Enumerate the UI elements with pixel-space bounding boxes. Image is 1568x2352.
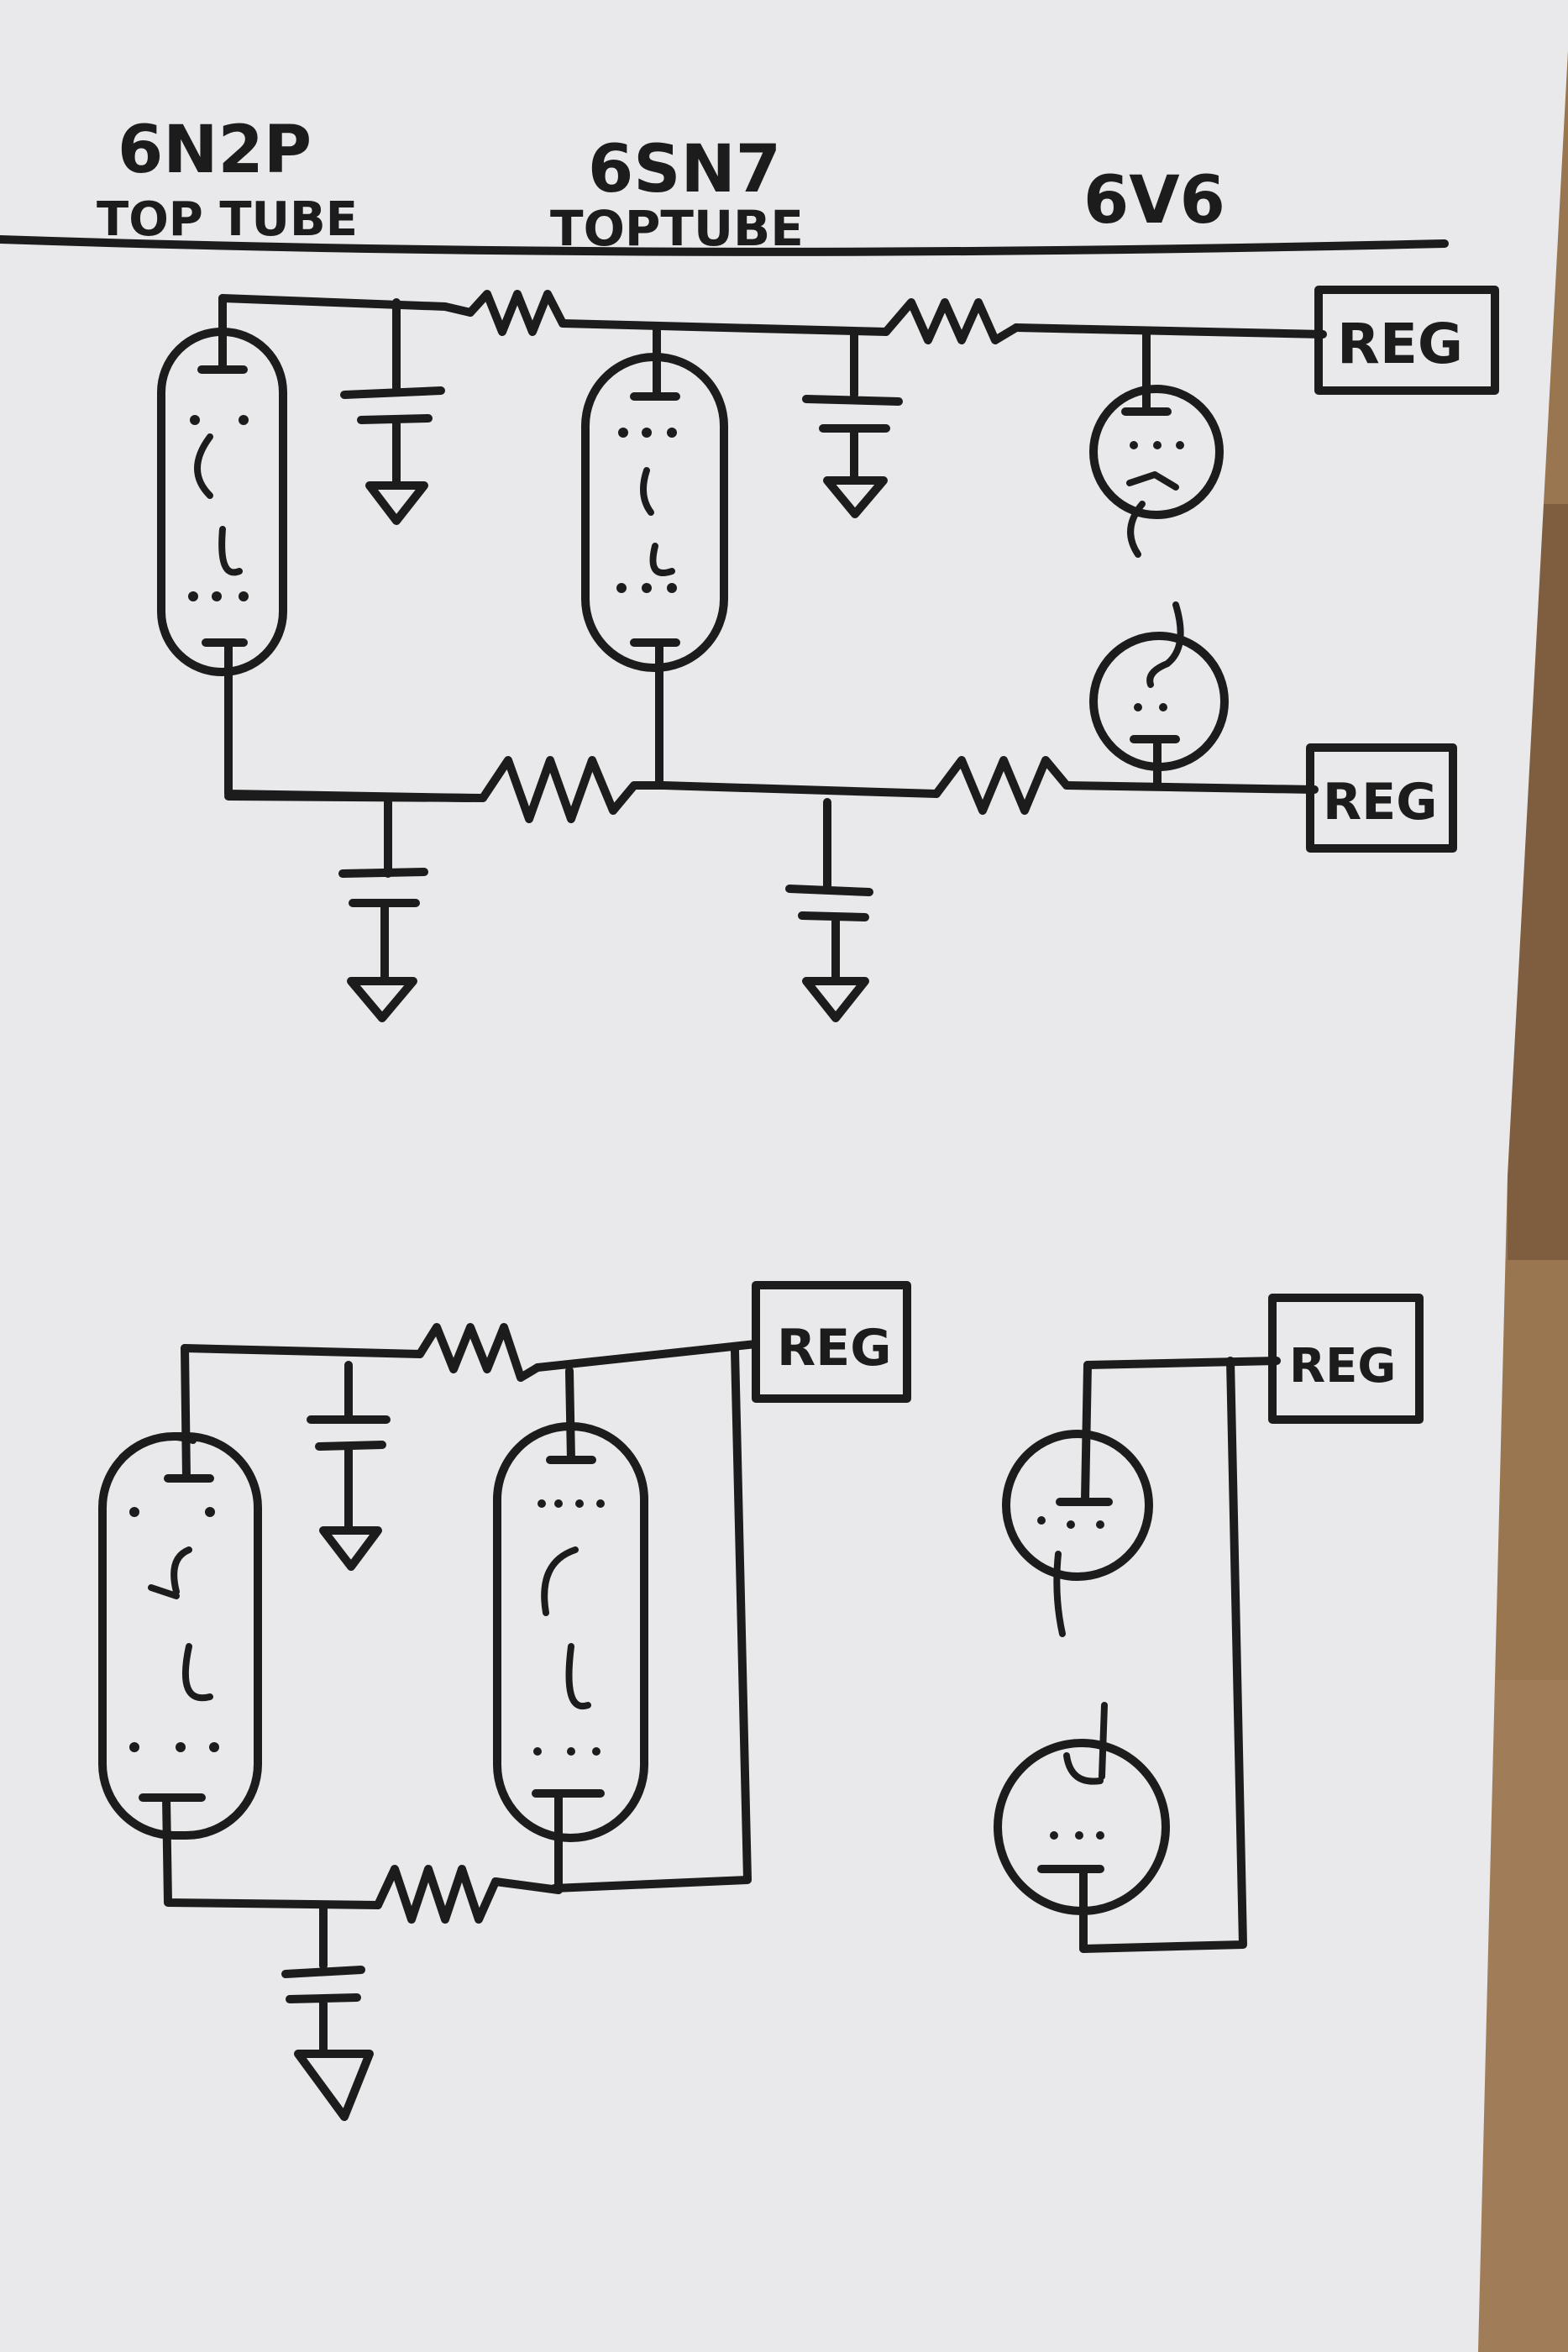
tubeB-grid-symbol	[541, 1546, 591, 1710]
tubeB-cathode-lead	[532, 1789, 605, 1894]
bottom-rail-wire-1	[224, 792, 487, 802]
ground-symbol-3	[347, 977, 417, 1022]
tube3-upper-envelope	[1089, 385, 1224, 519]
reg-bottom-left-label: REG	[777, 1319, 891, 1378]
lower-cap-top	[307, 1361, 391, 1533]
top-cap-1	[340, 298, 445, 487]
reg-box-mid	[1306, 743, 1457, 853]
tube2-grid-symbol	[640, 467, 675, 576]
lower-resistor-bottom	[374, 1865, 563, 1924]
lower-resistor-top	[416, 1323, 542, 1382]
bottom-rail-wire-3	[1062, 781, 1319, 794]
tubeC-grid-lead	[1053, 1551, 1066, 1637]
tube2-cathode-lead	[630, 638, 680, 790]
bottom-cap-2	[785, 798, 873, 983]
lower-return-wire	[550, 1347, 752, 1893]
tubeA-plate-lead	[164, 1344, 214, 1483]
tubeD-grid-lead	[1063, 1702, 1108, 1785]
top-resistor-1	[466, 290, 567, 336]
reg-box-top	[1314, 286, 1499, 395]
tubeC-envelope	[1002, 1430, 1153, 1581]
ground-symbol-2	[823, 476, 888, 518]
tube1-type-label: 6N2P	[118, 113, 312, 188]
right-rail-top	[1083, 1357, 1281, 1369]
tube3-lower-plate-lead	[1130, 735, 1180, 790]
top-rail-wire	[218, 294, 475, 317]
top-resistor-2	[882, 298, 1020, 344]
bottom-schematic: REG	[98, 1281, 1424, 2121]
lower-cap-bottom	[281, 1903, 365, 2054]
top-rail-wire-2	[559, 319, 890, 336]
bottom-resistor-1	[479, 756, 668, 823]
ground-symbol-5	[319, 1526, 382, 1571]
ground-symbol-4	[802, 977, 869, 1022]
header-divider-line	[0, 235, 1449, 256]
tubeB-plate-lead	[546, 1367, 596, 1464]
reg-mid-label: REG	[1323, 773, 1437, 832]
bottom-rail-wire-2	[659, 781, 941, 798]
top-rail-wire-3	[1012, 323, 1327, 339]
lower-top-rail-2	[533, 1340, 760, 1372]
lower-top-rail-1	[181, 1344, 424, 1358]
tubeC-plate-lead	[1056, 1361, 1113, 1506]
top-schematic: REG	[157, 286, 1499, 1022]
reg-bottom-right-label: REG	[1289, 1339, 1396, 1394]
bottom-cap-1	[338, 798, 428, 985]
tubeA-cathode-lead	[139, 1793, 382, 1909]
tube2-plate-lead	[630, 323, 680, 401]
tube1-grid-symbol	[194, 433, 243, 576]
reg-box-lower-right	[1268, 1294, 1424, 1424]
tube2-type-label: 6SN7	[588, 132, 781, 207]
ground-symbol-1	[365, 481, 428, 525]
reg-top-label: REG	[1337, 312, 1463, 376]
tube1-note-label: TOP TUBE	[97, 192, 358, 247]
ground-symbol-6	[294, 2050, 374, 2121]
bottom-resistor-2	[932, 756, 1071, 815]
top-cap-2	[802, 328, 903, 483]
tubeA-grid-symbol	[148, 1546, 213, 1702]
tube3-lower-grid	[1146, 601, 1184, 688]
tube3-upper-grid	[1126, 471, 1179, 558]
tubeD-cathode-lead	[1037, 1865, 1104, 1953]
reg-box-lower-left	[752, 1281, 911, 1403]
tube3-upper-plate-lead	[1121, 330, 1172, 416]
tube1-plate-lead	[197, 294, 248, 374]
tube3-type-label: 6V6	[1083, 163, 1225, 239]
